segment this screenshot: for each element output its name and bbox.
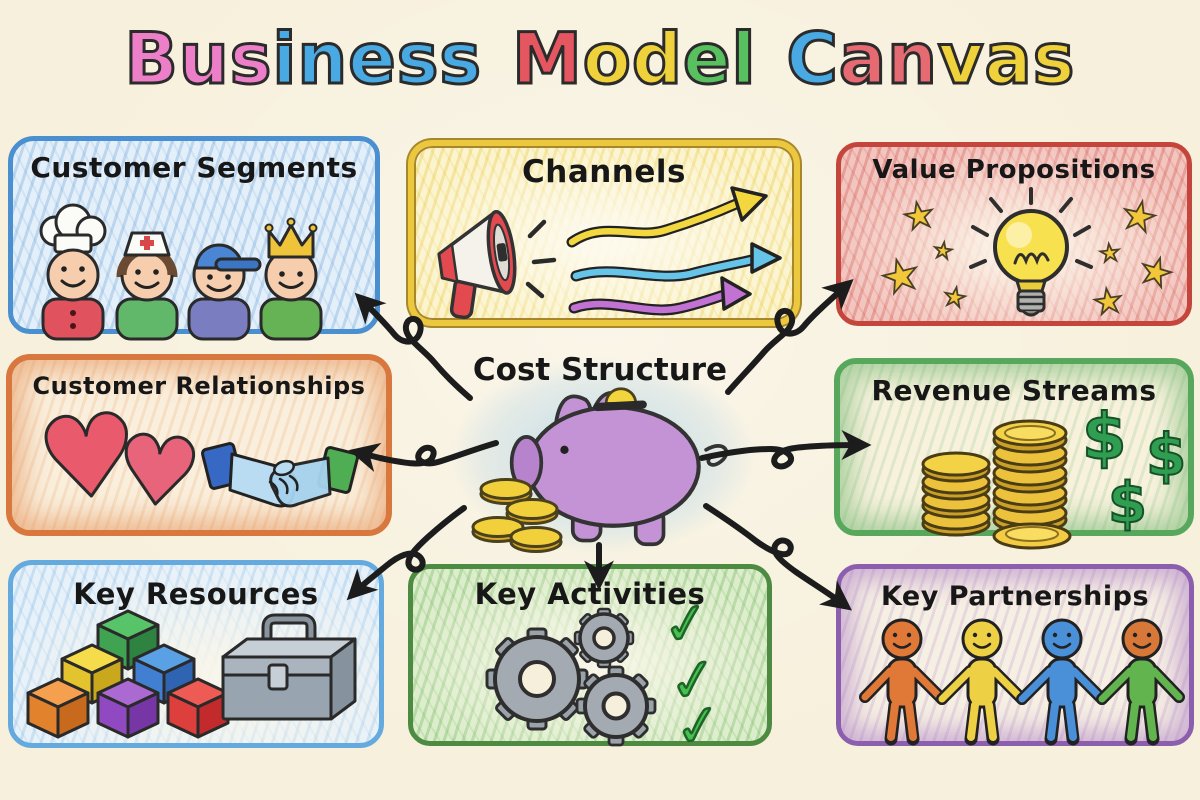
dollar-sign-icon: $ xyxy=(1145,421,1187,489)
heart-icon: ♥ xyxy=(110,413,206,532)
gear-icon xyxy=(573,607,635,669)
box-key-resources: Key Resources xyxy=(8,560,384,748)
coins-icon xyxy=(471,478,563,553)
kid-cap-icon xyxy=(187,243,262,341)
person-icon xyxy=(1096,618,1185,746)
king-icon xyxy=(259,217,323,341)
dollar-sign-icon: $ xyxy=(1107,471,1148,536)
key-activities-label: Key Activities xyxy=(474,577,706,611)
star-icon: ★ xyxy=(940,280,970,315)
box-key-activities: Key Activities xyxy=(408,564,772,763)
key-resources-label: Key Resources xyxy=(73,577,319,611)
coin-icon xyxy=(479,478,533,505)
building-blocks-icon xyxy=(26,609,230,739)
key-partnerships-label: Key Partnerships xyxy=(880,581,1150,612)
title-letter: s xyxy=(228,17,273,102)
title-letter: n xyxy=(886,17,939,102)
title-letter: l xyxy=(730,17,757,102)
title-letter: C xyxy=(785,17,839,102)
person-icon xyxy=(859,618,948,746)
title-letter: u xyxy=(177,17,230,102)
star-icon: ★ xyxy=(899,193,940,241)
chef-icon xyxy=(39,203,107,341)
coin-icon xyxy=(509,526,563,553)
coin-stack-icon xyxy=(921,451,991,537)
page-title: Business Model Canvas xyxy=(0,14,1200,105)
star-icon: ★ xyxy=(1116,190,1162,244)
cost-structure-label: Cost Structure xyxy=(472,352,728,388)
value-propositions-label: Value Propositions xyxy=(872,155,1156,185)
person-icon xyxy=(1016,618,1108,746)
box-revenue-streams: Revenue Streams $ $ $ xyxy=(834,358,1194,550)
title-letter: o xyxy=(581,17,632,102)
star-icon: ★ xyxy=(931,237,956,266)
gear-icon xyxy=(575,665,657,747)
box-value-propositions: Value Propositions ★ ★ ★ ★ ★ ★ ★ ★ xyxy=(836,142,1192,326)
person-icon xyxy=(936,618,1028,746)
people-holding-hands-icon xyxy=(859,618,1185,746)
title-letter xyxy=(756,14,786,105)
title-letter: v xyxy=(936,17,985,102)
title-letter: s xyxy=(438,17,483,102)
box-channels: Channels xyxy=(408,140,800,326)
star-icon: ★ xyxy=(1133,245,1180,298)
nurse-icon xyxy=(115,231,179,341)
dollar-sign-icon: $ xyxy=(1081,401,1128,475)
title-letter: a xyxy=(983,17,1033,102)
title-letter xyxy=(482,14,512,105)
sound-dashes-icon xyxy=(525,219,557,299)
coin-stacks-icon xyxy=(921,419,1072,550)
lightbulb-icon xyxy=(969,187,1093,317)
box-customer-relationships: Customer Relationships ♥ ♥ xyxy=(6,354,392,536)
title-letter: s xyxy=(395,17,440,102)
title-letter: e xyxy=(681,17,732,102)
toolbox-icon xyxy=(221,613,357,721)
title-letter: e xyxy=(347,17,398,102)
star-icon: ★ xyxy=(1089,279,1127,325)
gear-icon xyxy=(485,627,589,731)
handshake-icon xyxy=(200,442,360,508)
title-letter: M xyxy=(511,17,584,102)
customer-people-icon xyxy=(39,203,323,341)
customer-segments-label: Customer Segments xyxy=(30,151,358,184)
title-letter: i xyxy=(271,17,298,102)
channels-icons xyxy=(437,186,782,320)
gears-icon xyxy=(485,607,657,747)
channels-label: Channels xyxy=(522,154,686,190)
checkmark-icon: ✓ xyxy=(669,690,727,763)
customer-relationships-label: Customer Relationships xyxy=(32,372,366,400)
title-letter: B xyxy=(123,17,179,102)
star-icon: ★ xyxy=(874,246,926,307)
title-letter: s xyxy=(1031,17,1076,102)
box-key-partnerships: Key Partnerships xyxy=(836,564,1194,746)
title-letter: n xyxy=(296,17,349,102)
megaphone-icon xyxy=(437,209,517,320)
channel-arrow-yellow-icon xyxy=(566,186,768,248)
coin-icon xyxy=(505,498,559,525)
coin-icon xyxy=(992,522,1072,550)
title-letter: a xyxy=(837,17,888,102)
coin-stack-icon xyxy=(992,419,1068,534)
box-customer-segments: Customer Segments xyxy=(8,136,380,341)
star-icon: ★ xyxy=(1097,237,1123,269)
title-letter: d xyxy=(630,17,683,102)
revenue-streams-label: Revenue Streams xyxy=(871,374,1157,407)
channel-arrow-purple-icon xyxy=(568,276,752,316)
piggy-bank-icon xyxy=(509,387,729,547)
channel-arrow-blue-icon xyxy=(570,242,782,282)
